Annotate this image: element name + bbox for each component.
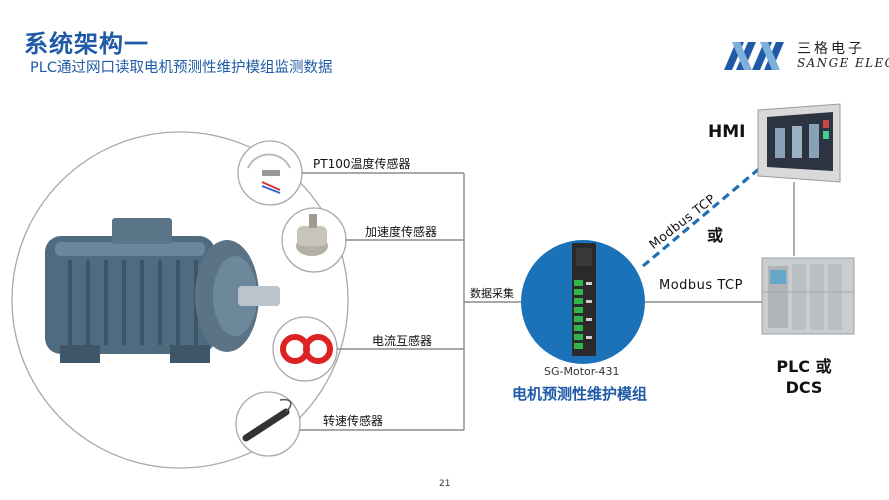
motor-icon bbox=[45, 218, 280, 363]
module-model-label: SG-Motor-431 bbox=[544, 365, 620, 378]
logo-text-cn: 三格电子 bbox=[797, 41, 865, 57]
plc-label-line2: DCS bbox=[785, 378, 823, 397]
modbus-tcp-label-plc: Modbus TCP bbox=[659, 278, 743, 293]
sange-logo-icon bbox=[724, 42, 784, 70]
sensor-bubble-current-transformer bbox=[272, 316, 338, 382]
modbus-dashed-link bbox=[641, 166, 762, 268]
logo-text-en: SANGE ELEC bbox=[797, 56, 889, 70]
page-subtitle: PLC通过网口读取电机预测性维护模组监测数据 bbox=[30, 60, 333, 76]
sensor-bubble-speed bbox=[235, 391, 301, 457]
plc-device-icon bbox=[761, 257, 855, 335]
page-number: 21 bbox=[439, 479, 451, 489]
sensor-label-accelerometer: 加速度传感器 bbox=[365, 225, 438, 239]
hmi-panel-icon bbox=[757, 103, 841, 183]
module-device-icon bbox=[521, 240, 645, 364]
page-title: 系统架构一 bbox=[24, 30, 149, 58]
data-collection-label: 数据采集 bbox=[470, 287, 514, 300]
sensor-connection-lines bbox=[300, 172, 795, 431]
sensor-bubble-temperature bbox=[237, 140, 303, 206]
sensor-bubble-accelerometer bbox=[281, 207, 347, 273]
sensor-label-temperature: PT100温度传感器 bbox=[313, 157, 411, 171]
sensor-label-speed: 转速传感器 bbox=[323, 414, 384, 428]
sensor-label-current-transformer: 电流互感器 bbox=[372, 334, 433, 348]
plc-dcs-label: PLC 或 DCS bbox=[764, 356, 844, 398]
or-label: 或 bbox=[707, 226, 724, 245]
motor-enclosure-circle bbox=[11, 131, 349, 469]
hmi-label: HMI bbox=[708, 122, 746, 142]
module-name-label: 电机预测性维护模组 bbox=[512, 385, 648, 403]
plc-label-line1: PLC 或 bbox=[776, 357, 832, 376]
